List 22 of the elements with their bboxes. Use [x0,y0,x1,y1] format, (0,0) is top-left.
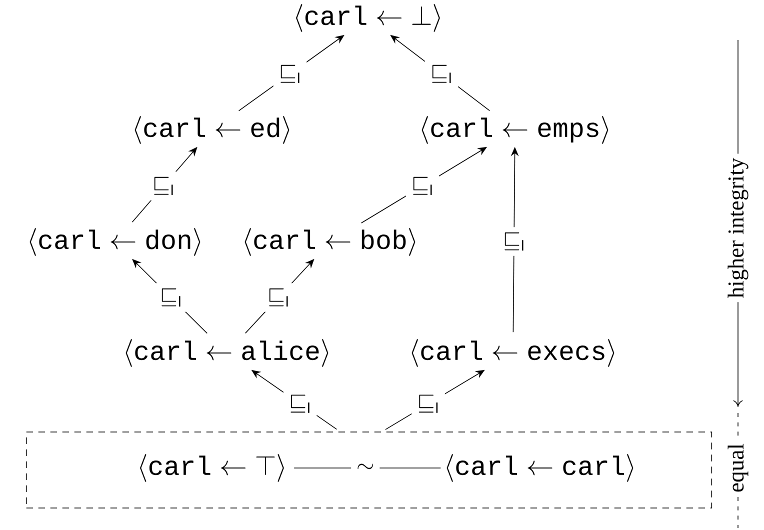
dashed-box [26,432,712,508]
edge-label: $\sqsubseteq_{\mathsf{I}}$ [154,283,188,312]
lattice-element: $\langle\texttt{carl}\leftarrow\texttt{don}\rangle$ [30,228,200,256]
edge-label: $\sqsubseteq_{\mathsf{I}}$ [497,227,531,256]
lattice-element: $\langle\texttt{carl}\leftarrow\texttt{emps}\rangle$ [422,116,608,144]
lattice-element: $\langle\texttt{carl}\leftarrow\top\rangle$ [140,454,284,482]
lattice-element: $\langle\texttt{carl}\leftarrow\texttt{ed}\rangle$ [134,116,290,144]
axis-label: higher integrity [724,154,752,302]
edge-label: $\sqsubseteq_{\mathsf{I}}$ [406,172,440,200]
edge-label: $\sqsubseteq_{\mathsf{I}}$ [262,283,296,312]
lattice-element: $\langle\texttt{carl}\leftarrow\texttt{execs}\rangle$ [412,339,614,367]
edge-label: $\sqsubseteq_{\mathsf{I}}$ [412,389,445,418]
lattice-element: $\langle\texttt{carl}\leftarrow\bot\rangle$ [296,4,440,32]
edge-label: $\sqsubseteq_{\mathsf{I}}$ [283,389,317,418]
edge-label: $\sqsubseteq_{\mathsf{I}}$ [273,60,307,88]
edge-label: $\sqsubseteq_{\mathsf{I}}$ [146,172,180,200]
lattice-element: $\langle\texttt{carl}\leftarrow\texttt{alice}\rangle$ [126,339,328,367]
edge-label: $\sqsubseteq_{\mathsf{I}}$ [424,60,458,88]
edge-label: $\sim$ [351,458,380,478]
lattice-element: $\langle\texttt{carl}\leftarrow\texttt{carl}\rangle$ [446,454,634,482]
lattice-element: $\langle\texttt{carl}\leftarrow\texttt{bob}\rangle$ [244,228,416,256]
axis-label: equal [724,439,752,497]
